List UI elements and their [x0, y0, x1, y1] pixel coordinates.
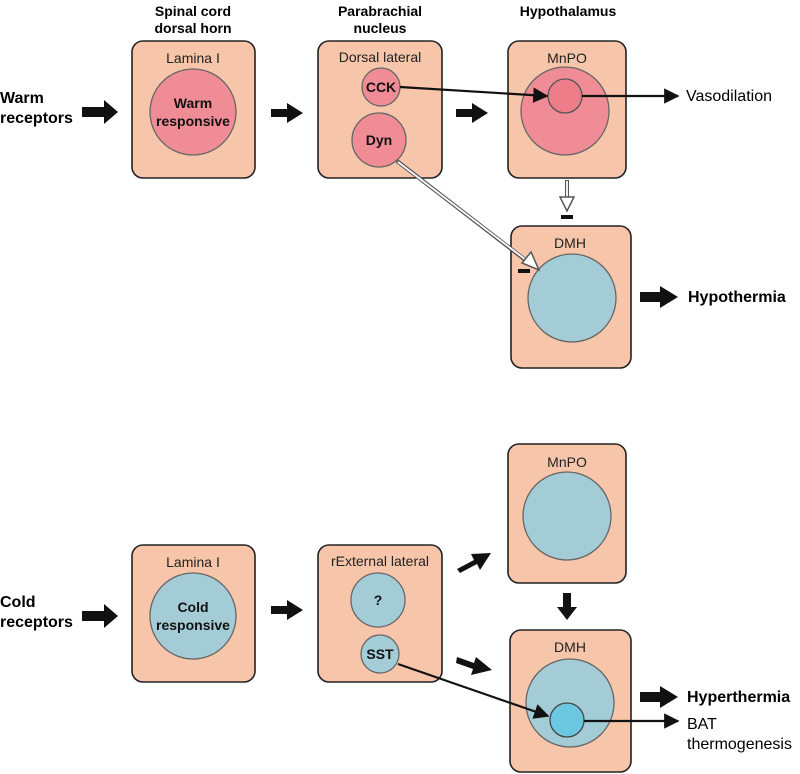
warm-dmh-output-arrow — [640, 286, 678, 308]
mnpo-to-dmh-inhibition-bar — [561, 215, 573, 219]
cold-input-arrow — [82, 604, 118, 628]
dyn-label: Dyn — [366, 132, 392, 148]
warm-mnpo-box-label: MnPO — [547, 50, 587, 66]
cold-dmh-box-label: DMH — [554, 639, 586, 655]
hypothermia-label: Hypothermia — [688, 289, 786, 306]
column-header-parabrachial-line1: Parabrachial — [338, 3, 422, 19]
cold-pb-to-dmh-arrow — [456, 657, 492, 675]
cold-responsive-cell — [149, 572, 237, 660]
cold-dmh-inner-cell — [549, 702, 585, 738]
hyperthermia-label: Hyperthermia — [687, 689, 790, 706]
cold-mnpo-to-dmh-arrow — [557, 593, 577, 620]
column-header-spinal-line1: Spinal cord — [155, 3, 231, 19]
sst-cell — [360, 634, 400, 674]
cold-responsive-label-line1: Cold — [177, 599, 208, 615]
warm-dmh-cell — [527, 253, 617, 343]
dyn-to-dmh-inhibition-bar — [518, 269, 530, 273]
unknown-cell-label: ? — [374, 592, 383, 608]
warm-pb-box — [317, 40, 443, 179]
column-header-parabrachial-line2: nucleus — [354, 20, 407, 36]
warm-responsive-label-line1: Warm — [174, 95, 212, 111]
unknown-cell — [350, 572, 406, 628]
cold-lamina-box-label: Lamina I — [166, 554, 220, 570]
cck-label: CCK — [366, 79, 396, 95]
column-header-hypothalamus: Hypothalamus — [520, 3, 617, 19]
mnpo-to-dmh-arrowhead — [558, 196, 576, 213]
warm-lamina-box-label: Lamina I — [166, 50, 220, 66]
warm-receptors-label-line2: receptors — [0, 110, 73, 127]
cold-pb-box-label: rExternal lateral — [331, 553, 429, 569]
warm-responsive-cell — [149, 68, 237, 156]
column-header-spinal-line2: dorsal horn — [154, 20, 231, 36]
warm-receptors-label-line1: Warm — [0, 90, 44, 107]
cold-mnpo-box-label: MnPO — [547, 454, 587, 470]
warm-responsive-label-line2: responsive — [156, 113, 230, 129]
warm-pb-to-mnpo-arrow — [456, 103, 488, 123]
cold-responsive-label-line2: responsive — [156, 617, 230, 633]
bat-label-line1: BAT — [687, 716, 717, 733]
cold-lamina-to-pb-arrow — [271, 600, 303, 620]
warm-input-arrow — [82, 100, 118, 124]
warm-dmh-box-label: DMH — [554, 235, 586, 251]
warm-pb-box-label: Dorsal lateral — [339, 49, 421, 65]
warm-mnpo-inner-cell — [547, 78, 583, 114]
sst-to-dmh-projection — [397, 662, 550, 719]
bat-label-line2: thermogenesis — [687, 736, 792, 753]
dyn-to-dmh-arrowhead — [520, 250, 541, 272]
cold-dmh-output-arrow — [640, 686, 678, 708]
cold-pb-to-mnpo-arrow — [457, 553, 491, 573]
warm-lamina-to-pb-arrow — [271, 103, 303, 123]
cold-receptors-label-line1: Cold — [0, 594, 36, 611]
cck-to-mnpo-projection — [399, 85, 549, 103]
cold-receptors-label-line2: receptors — [0, 614, 73, 631]
vasodilation-label: Vasodilation — [686, 88, 772, 105]
cold-mnpo-cell — [522, 471, 612, 561]
dyn-cell — [351, 112, 407, 168]
sst-label: SST — [366, 646, 394, 662]
